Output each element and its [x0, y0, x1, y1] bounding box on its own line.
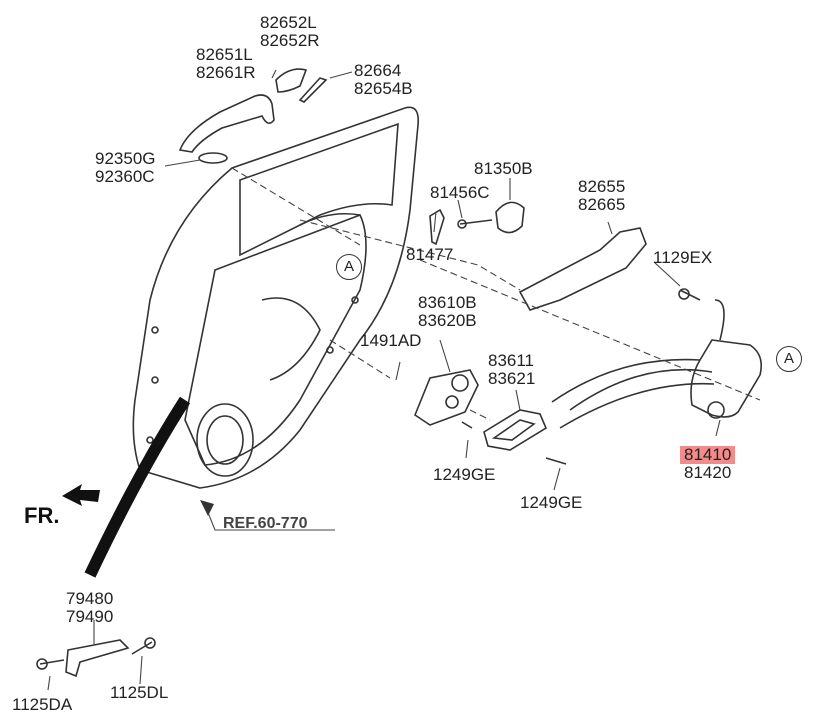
part-number: 83611: [488, 351, 535, 370]
callout-a-door: A: [336, 254, 362, 280]
part-number: 1491AD: [360, 331, 422, 350]
door-checker: [36, 637, 156, 678]
part-number: 83621: [488, 369, 536, 388]
front-label: FR.: [24, 503, 60, 528]
label-checker: 79480 79490: [66, 590, 113, 626]
label-screw-1249ge-a: 1249GE: [433, 466, 495, 484]
door-panel: [132, 106, 420, 489]
part-number: 1129EX: [653, 248, 713, 267]
outside-handle: [178, 68, 328, 164]
part-number: 82652R: [260, 31, 320, 50]
label-screw-1249ge-b: 1249GE: [520, 494, 582, 512]
part-number: 83610B: [418, 293, 477, 312]
part-number: 82664: [354, 61, 402, 80]
part-number: 92350G: [95, 149, 156, 168]
part-number: 82661R: [196, 63, 256, 82]
label-striker: 81350B: [474, 160, 533, 178]
label-pad: 82664 82654B: [354, 62, 413, 98]
callout-a-latch: A: [776, 346, 802, 372]
part-number: 82651L: [196, 45, 253, 64]
label-bolt-1129ex: 1129EX: [653, 249, 712, 267]
label-cap: 82652L 82652R: [260, 14, 320, 50]
label-bolt-1125dl: 1125DL: [110, 684, 168, 702]
ref-arrow-icon: [200, 500, 214, 516]
ref-label: REF.60-770: [223, 515, 308, 532]
label-inside-handle: 83610B 83620B: [418, 294, 477, 330]
wire-harness: [84, 396, 191, 578]
part-number: 92360C: [95, 167, 155, 186]
label-outside-handle: 82651L 82661R: [196, 46, 256, 82]
label-lamp: 92350G 92360C: [95, 150, 156, 186]
part-number: 81456C: [430, 183, 490, 202]
label-clip: 1491AD: [360, 332, 421, 350]
part-number: 82665: [578, 195, 626, 214]
label-bracket: 82655 82665: [578, 178, 625, 214]
part-number: 83620B: [418, 311, 477, 330]
part-number: 1249GE: [520, 493, 583, 512]
highlighted-part-number[interactable]: 81410: [680, 446, 736, 464]
part-number: 82655: [578, 177, 626, 196]
latch-assembly: [551, 299, 763, 429]
dashed-leaders: [231, 167, 761, 421]
part-number: 82654B: [354, 79, 413, 98]
part-number: 81350B: [474, 159, 533, 178]
part-number: 82652L: [260, 13, 317, 32]
part-number: 81477: [406, 245, 454, 264]
label-bolt-1125da: 1125DA: [12, 696, 72, 714]
part-number: 1125DA: [12, 695, 73, 714]
label-screw-81456c: 81456C: [430, 184, 490, 202]
label-latch: 81410 81420: [680, 446, 736, 482]
front-arrow-icon: [62, 484, 100, 506]
label-bolt-81477: 81477: [406, 246, 453, 264]
part-number: 1125DL: [110, 683, 169, 702]
part-number: 81420: [684, 463, 732, 482]
part-number: 79480: [66, 589, 114, 608]
hardware-parts: [429, 201, 701, 311]
label-bezel: 83611 83621: [488, 352, 535, 388]
part-number: 1249GE: [433, 465, 496, 484]
part-number: 79490: [66, 607, 114, 626]
